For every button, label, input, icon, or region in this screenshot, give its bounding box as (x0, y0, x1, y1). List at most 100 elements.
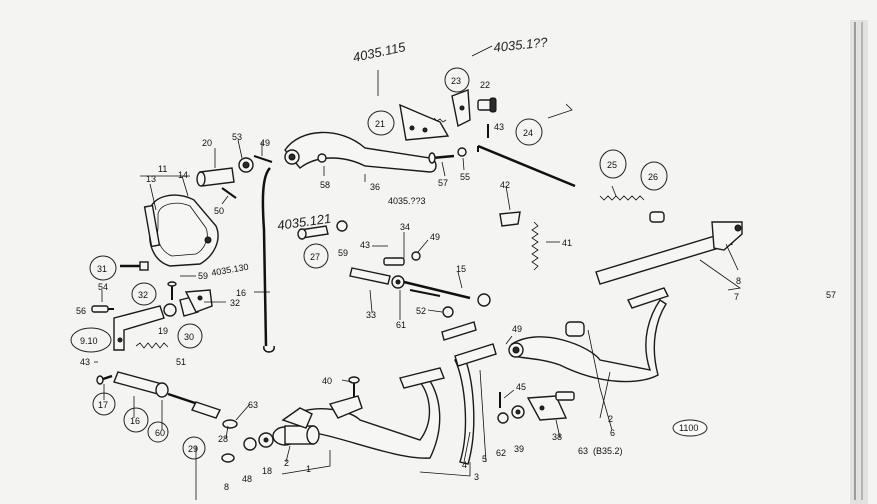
callout: 51 (176, 357, 186, 367)
brake-pedal-arm (508, 287, 669, 383)
callout: 20 (202, 138, 212, 148)
callout: 49 (512, 324, 522, 334)
bolt-35 (167, 281, 177, 300)
callout: 59 (198, 271, 208, 281)
reference-code: (B35.2) (593, 446, 623, 456)
bolt-24 (477, 97, 497, 113)
callout: 28 (218, 434, 228, 444)
callout: 60 (155, 428, 165, 438)
callout: 3 (474, 472, 479, 482)
callout: 31 (97, 264, 107, 274)
callout-labels: 36 58 57 55 20 53 49 11 13 14 50 16 59 3… (76, 80, 741, 492)
callout: 2 (608, 414, 613, 424)
callout: 62 (496, 448, 506, 458)
callout: 49 (430, 232, 440, 242)
callout: 40 (322, 376, 332, 386)
callout: 32 (230, 298, 240, 308)
callout: 61 (396, 320, 406, 330)
handwritten-number: 4035.??3 (388, 196, 426, 206)
callout: 5 (482, 454, 487, 464)
callout: 56 (76, 306, 86, 316)
handwritten-mark: 57 (826, 290, 836, 300)
page-number-box: 1100 (672, 419, 708, 437)
pawl-bracket (451, 89, 471, 128)
callout: 41 (562, 238, 572, 248)
callout: 32 (138, 290, 148, 300)
handwritten-number: 4035.1?? (493, 34, 549, 55)
callout: 14 (178, 170, 188, 180)
callout: 58 (320, 180, 330, 190)
callout: 30 (184, 332, 194, 342)
callout: 36 (370, 182, 380, 192)
pull-rod (477, 144, 576, 188)
washers-lower (221, 419, 274, 463)
circled-callouts: 21 23 24 25 26 27 31 32 30 9.10 16 29 (70, 67, 668, 460)
leader-lines (94, 139, 742, 500)
spring-27 (599, 195, 645, 201)
callout: 43 (494, 122, 504, 132)
bolt-56 (428, 147, 467, 164)
bushing (565, 321, 585, 337)
callout: 25 (607, 160, 617, 170)
callout: 39 (514, 444, 524, 454)
callout: 42 (500, 180, 510, 190)
callout: 16 (130, 416, 140, 426)
rod-36 (349, 267, 405, 289)
callout: 43 (80, 357, 90, 367)
callout: 50 (214, 206, 224, 216)
callout: 26 (648, 172, 658, 182)
callout: 22 (480, 80, 490, 90)
clevis-29 (297, 220, 348, 240)
handwritten-notes: 4035.115 4035.1?? 4035.121 4035.??3 4035… (211, 34, 836, 300)
callout: 21 (375, 119, 385, 129)
binding-edge (850, 20, 868, 504)
bolt-18 (96, 374, 113, 385)
callout: 48 (242, 474, 252, 484)
hand-brake-lever (284, 131, 437, 173)
pedal-shaft (272, 407, 320, 446)
pin-37 (383, 251, 454, 318)
callout: 4 (462, 460, 467, 470)
callout: 45 (516, 382, 526, 392)
callout: 15 (456, 264, 466, 274)
callout: 8 (224, 482, 229, 492)
spring-48 (135, 342, 169, 349)
callout: 19 (158, 326, 168, 336)
lever-20 (113, 295, 199, 351)
callout: 63 (578, 446, 588, 456)
long-rod (261, 167, 275, 353)
rod-15 (403, 280, 491, 307)
callout: 34 (400, 222, 410, 232)
callout: 23 (451, 76, 461, 86)
callout: 6 (610, 428, 615, 438)
spring-41 (531, 221, 539, 271)
page-number: 1100 (679, 423, 698, 433)
callout: 18 (262, 466, 272, 476)
callout: 16 (236, 288, 246, 298)
callout: 17 (98, 400, 108, 410)
callout: 57 (438, 178, 448, 188)
callout: 49 (260, 138, 270, 148)
bolt-34 (120, 261, 149, 271)
callout: 43 (360, 240, 370, 250)
callout: 63 (248, 400, 258, 410)
callout: 24 (523, 128, 533, 138)
callout: 33 (366, 310, 376, 320)
clip-42 (499, 211, 521, 227)
callout: 59 (338, 248, 348, 258)
brake-band-assembly (143, 194, 219, 267)
callout: 53 (232, 132, 242, 142)
callout: 54 (98, 282, 108, 292)
callout: 8 (736, 276, 741, 286)
callout: 55 (460, 172, 470, 182)
bracket-38 (526, 391, 575, 421)
callout: 1 (306, 464, 311, 474)
bolt-55 (91, 305, 114, 313)
bracket-33 (184, 289, 213, 313)
callout: 27 (310, 252, 320, 262)
handwritten-number: 4035.121 (276, 211, 332, 233)
callout: 29 (188, 444, 198, 454)
sleeve-28 (649, 211, 665, 223)
callout: 9.10 (80, 336, 98, 346)
